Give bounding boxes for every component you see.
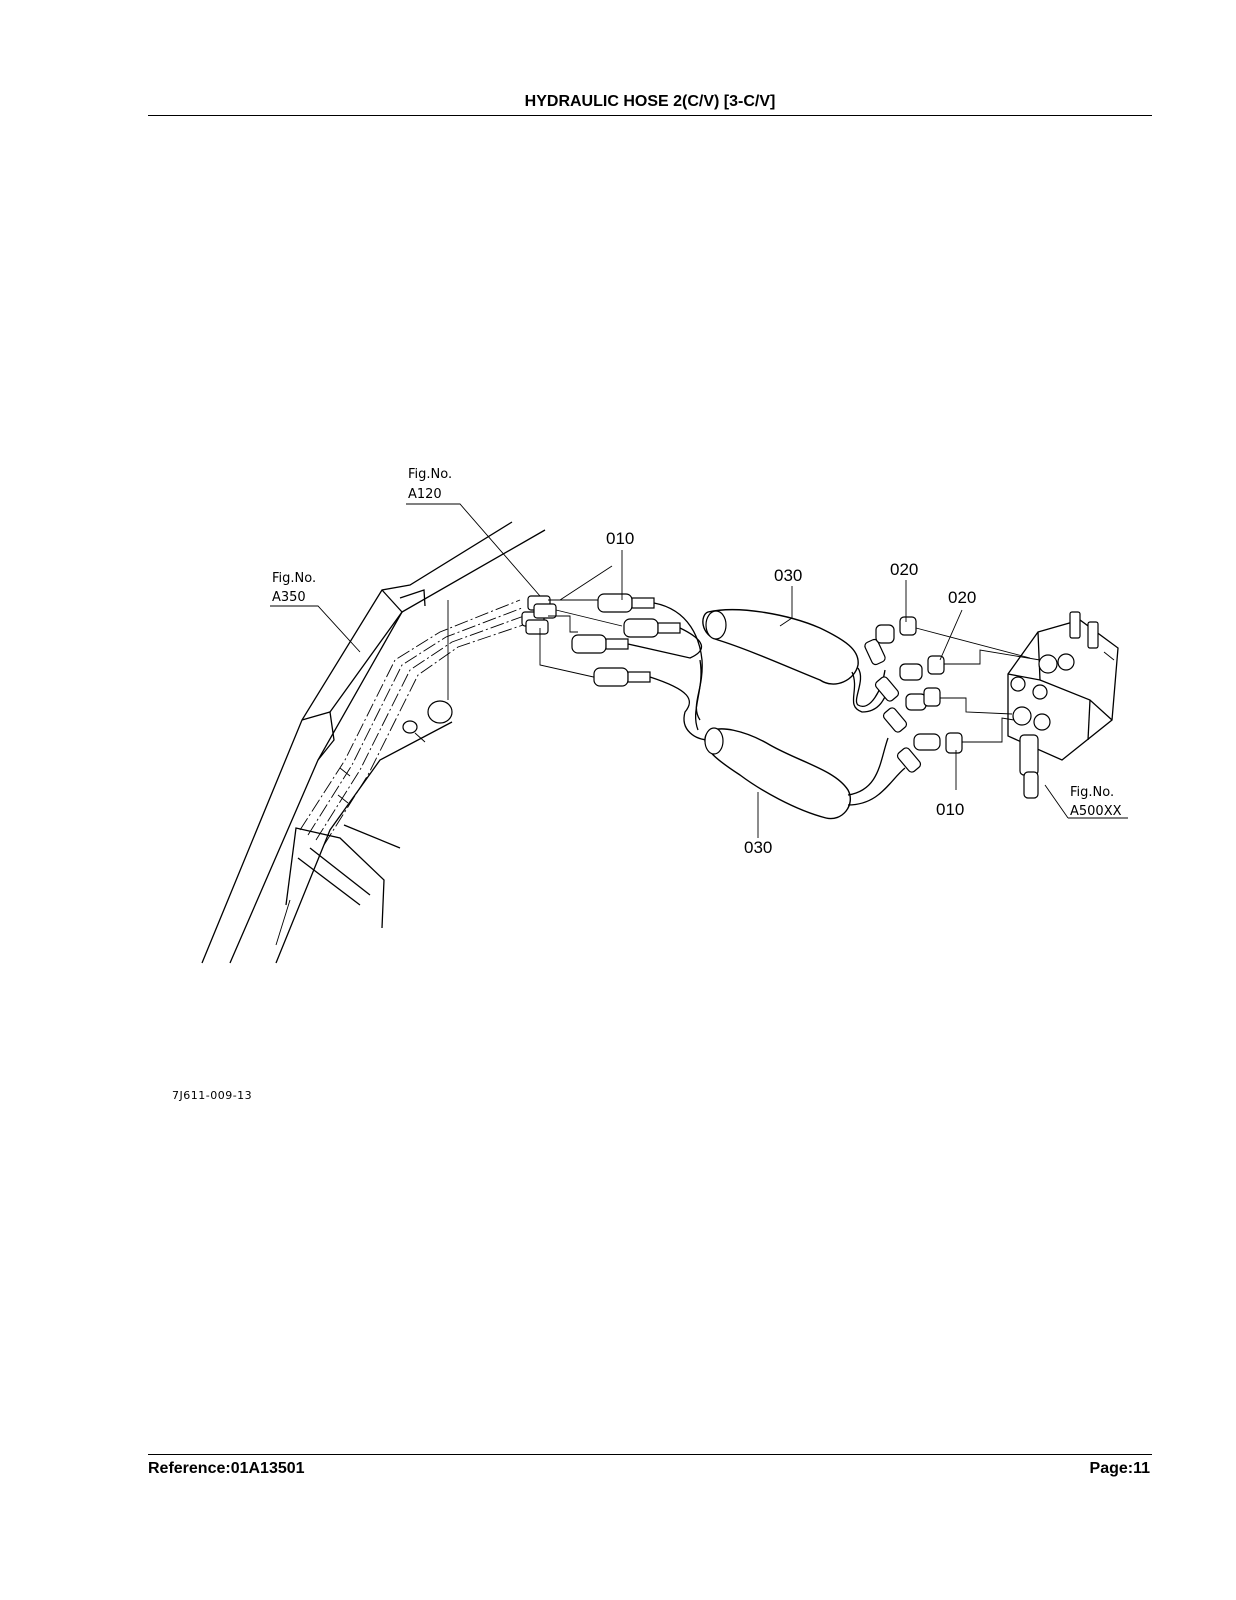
elbow-fittings: [864, 616, 963, 773]
header-rule: [148, 115, 1152, 116]
part-label-030-top: 030: [774, 566, 802, 585]
leader-lines: [270, 503, 1128, 838]
fig-ref-a350-line1: Fig.No.: [272, 571, 316, 586]
control-valve: [1007, 611, 1119, 799]
arm-hose-routing: [299, 565, 613, 846]
part-label-030-bottom: 030: [744, 838, 772, 857]
quick-couplers: [571, 593, 681, 687]
part-label-010-bottom: 010: [936, 800, 964, 819]
part-label-020-b: 020: [948, 588, 976, 607]
footer-rule: [148, 1454, 1152, 1455]
reference-number: Reference:01A13501: [148, 1460, 305, 1477]
hoses: [627, 602, 906, 820]
loader-frame: [201, 521, 546, 964]
arm-end-couplers: [521, 595, 623, 679]
page-title: HYDRAULIC HOSE 2(C/V) [3-C/V]: [524, 93, 776, 110]
fig-ref-a120-line1: Fig.No.: [408, 467, 452, 482]
fig-ref-a500xx-line2: A500XX: [1070, 804, 1122, 819]
page-number: Page:11: [1089, 1460, 1150, 1477]
fig-ref-a120-line2: A120: [408, 487, 442, 502]
fig-ref-a500xx-line1: Fig.No.: [1070, 785, 1114, 800]
part-label-020-a: 020: [890, 560, 918, 579]
fig-ref-a350-line2: A350: [272, 590, 306, 605]
valve-connections: [915, 627, 1041, 743]
drawing-code: 7J611-009-13: [172, 1089, 253, 1102]
part-label-010-top: 010: [606, 529, 634, 548]
